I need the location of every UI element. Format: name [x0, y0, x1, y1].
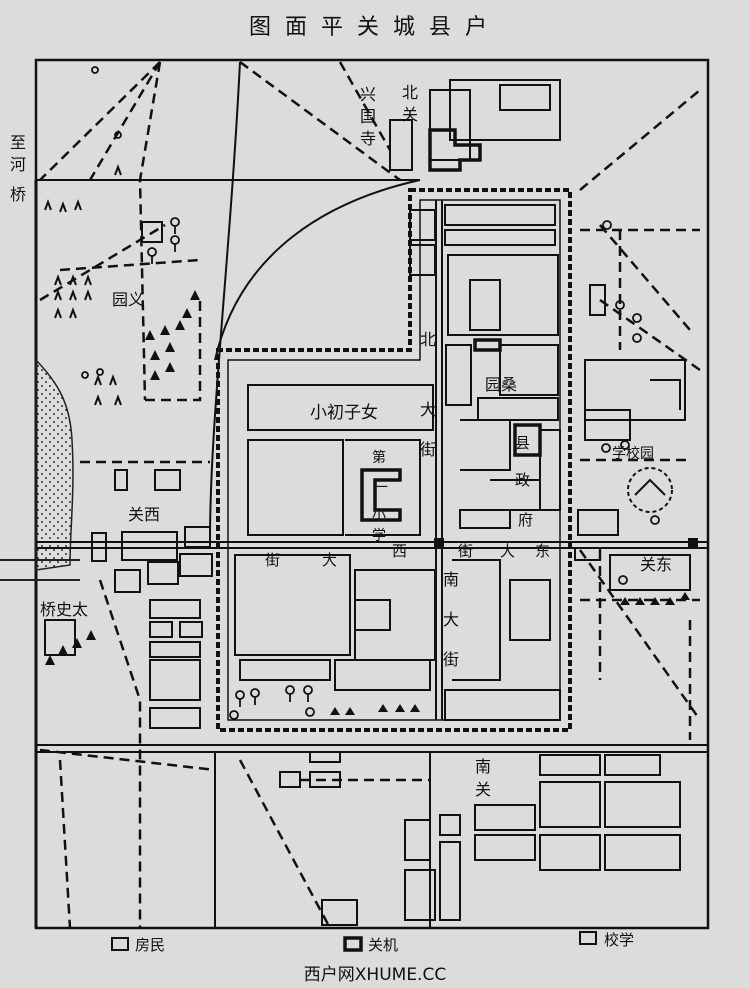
river — [0, 358, 80, 581]
institution-blocks — [360, 128, 542, 522]
city-wall — [216, 188, 572, 732]
legend-school-swatch — [579, 931, 597, 945]
label-si: 寺 — [360, 129, 376, 148]
label-nan: 南 — [475, 757, 491, 776]
label-guo: 国 — [360, 107, 376, 126]
school-tower — [627, 467, 673, 513]
legend-school-label: 校学 — [604, 931, 634, 949]
map-frame — [34, 58, 710, 930]
label-xidajie-1: 街 — [265, 551, 280, 569]
label-xian: 县 — [515, 434, 530, 452]
label-xiguan: 关西 — [128, 505, 160, 524]
label-he: 河 — [10, 155, 26, 174]
tree-symbols — [81, 66, 660, 720]
gate-markers — [434, 538, 698, 548]
legend-institution-label: 关机 — [368, 936, 398, 954]
label-dongdajie-2: 大 — [500, 542, 515, 560]
label-qiao: 桥 — [10, 185, 26, 204]
label-yi: 一 — [374, 480, 388, 496]
label-dongdajie-1: 街 — [458, 542, 473, 560]
label-di: 第 — [372, 449, 386, 466]
label-zhi: 至 — [10, 133, 26, 152]
label-beidajie-2: 大 — [420, 400, 436, 419]
label-sangyuan: 园桑 — [485, 375, 517, 394]
label-xingguo: 兴 — [360, 85, 376, 104]
label-xue: 学 — [372, 528, 386, 544]
map-labels: 兴 国 寺 北 关 至 河 桥 园义 关西 桥史太 小初子女 北 大 街 园桑 … — [10, 83, 672, 799]
label-bei: 北 — [402, 83, 418, 102]
legend-house-label: 房民 — [135, 936, 165, 954]
label-xiao: 小 — [372, 508, 386, 524]
map-title: 图面平关城县户 — [249, 15, 501, 40]
label-nandajie-1: 南 — [443, 570, 459, 589]
house-blocks — [44, 79, 691, 926]
label-school: 学校园 — [612, 445, 654, 462]
orchard-symbols — [45, 290, 690, 715]
label-nandajie-2: 大 — [443, 610, 459, 629]
label-xidajie-3: 西 — [392, 542, 407, 560]
city-wall-inner — [227, 199, 561, 721]
label-beidajie-1: 北 — [420, 330, 436, 349]
legend-institution-swatch — [343, 936, 363, 952]
label-nandajie-3: 街 — [443, 650, 459, 669]
label-taishiqiao: 桥史太 — [40, 600, 88, 619]
label-yiyuan: 园义 — [112, 290, 144, 309]
label-beidajie-3: 街 — [420, 440, 436, 459]
dashed-paths — [39, 60, 702, 929]
grave-symbols — [44, 164, 122, 406]
label-nvzi-school: 小初子女 — [310, 403, 378, 423]
label-guan-north: 关 — [402, 105, 418, 124]
label-dongguan: 关东 — [640, 555, 672, 574]
legend: 房民 关机 校学 — [111, 931, 634, 954]
label-zheng: 政 — [515, 471, 530, 489]
legend-house-swatch — [111, 937, 129, 951]
label-fu: 府 — [518, 511, 533, 529]
label-guan-south: 关 — [475, 780, 491, 799]
watermark: 西户网XHUME.CC — [304, 965, 446, 985]
label-xidajie-2: 大 — [322, 551, 337, 569]
label-dongdajie-3: 东 — [535, 542, 550, 560]
main-streets — [36, 61, 708, 928]
